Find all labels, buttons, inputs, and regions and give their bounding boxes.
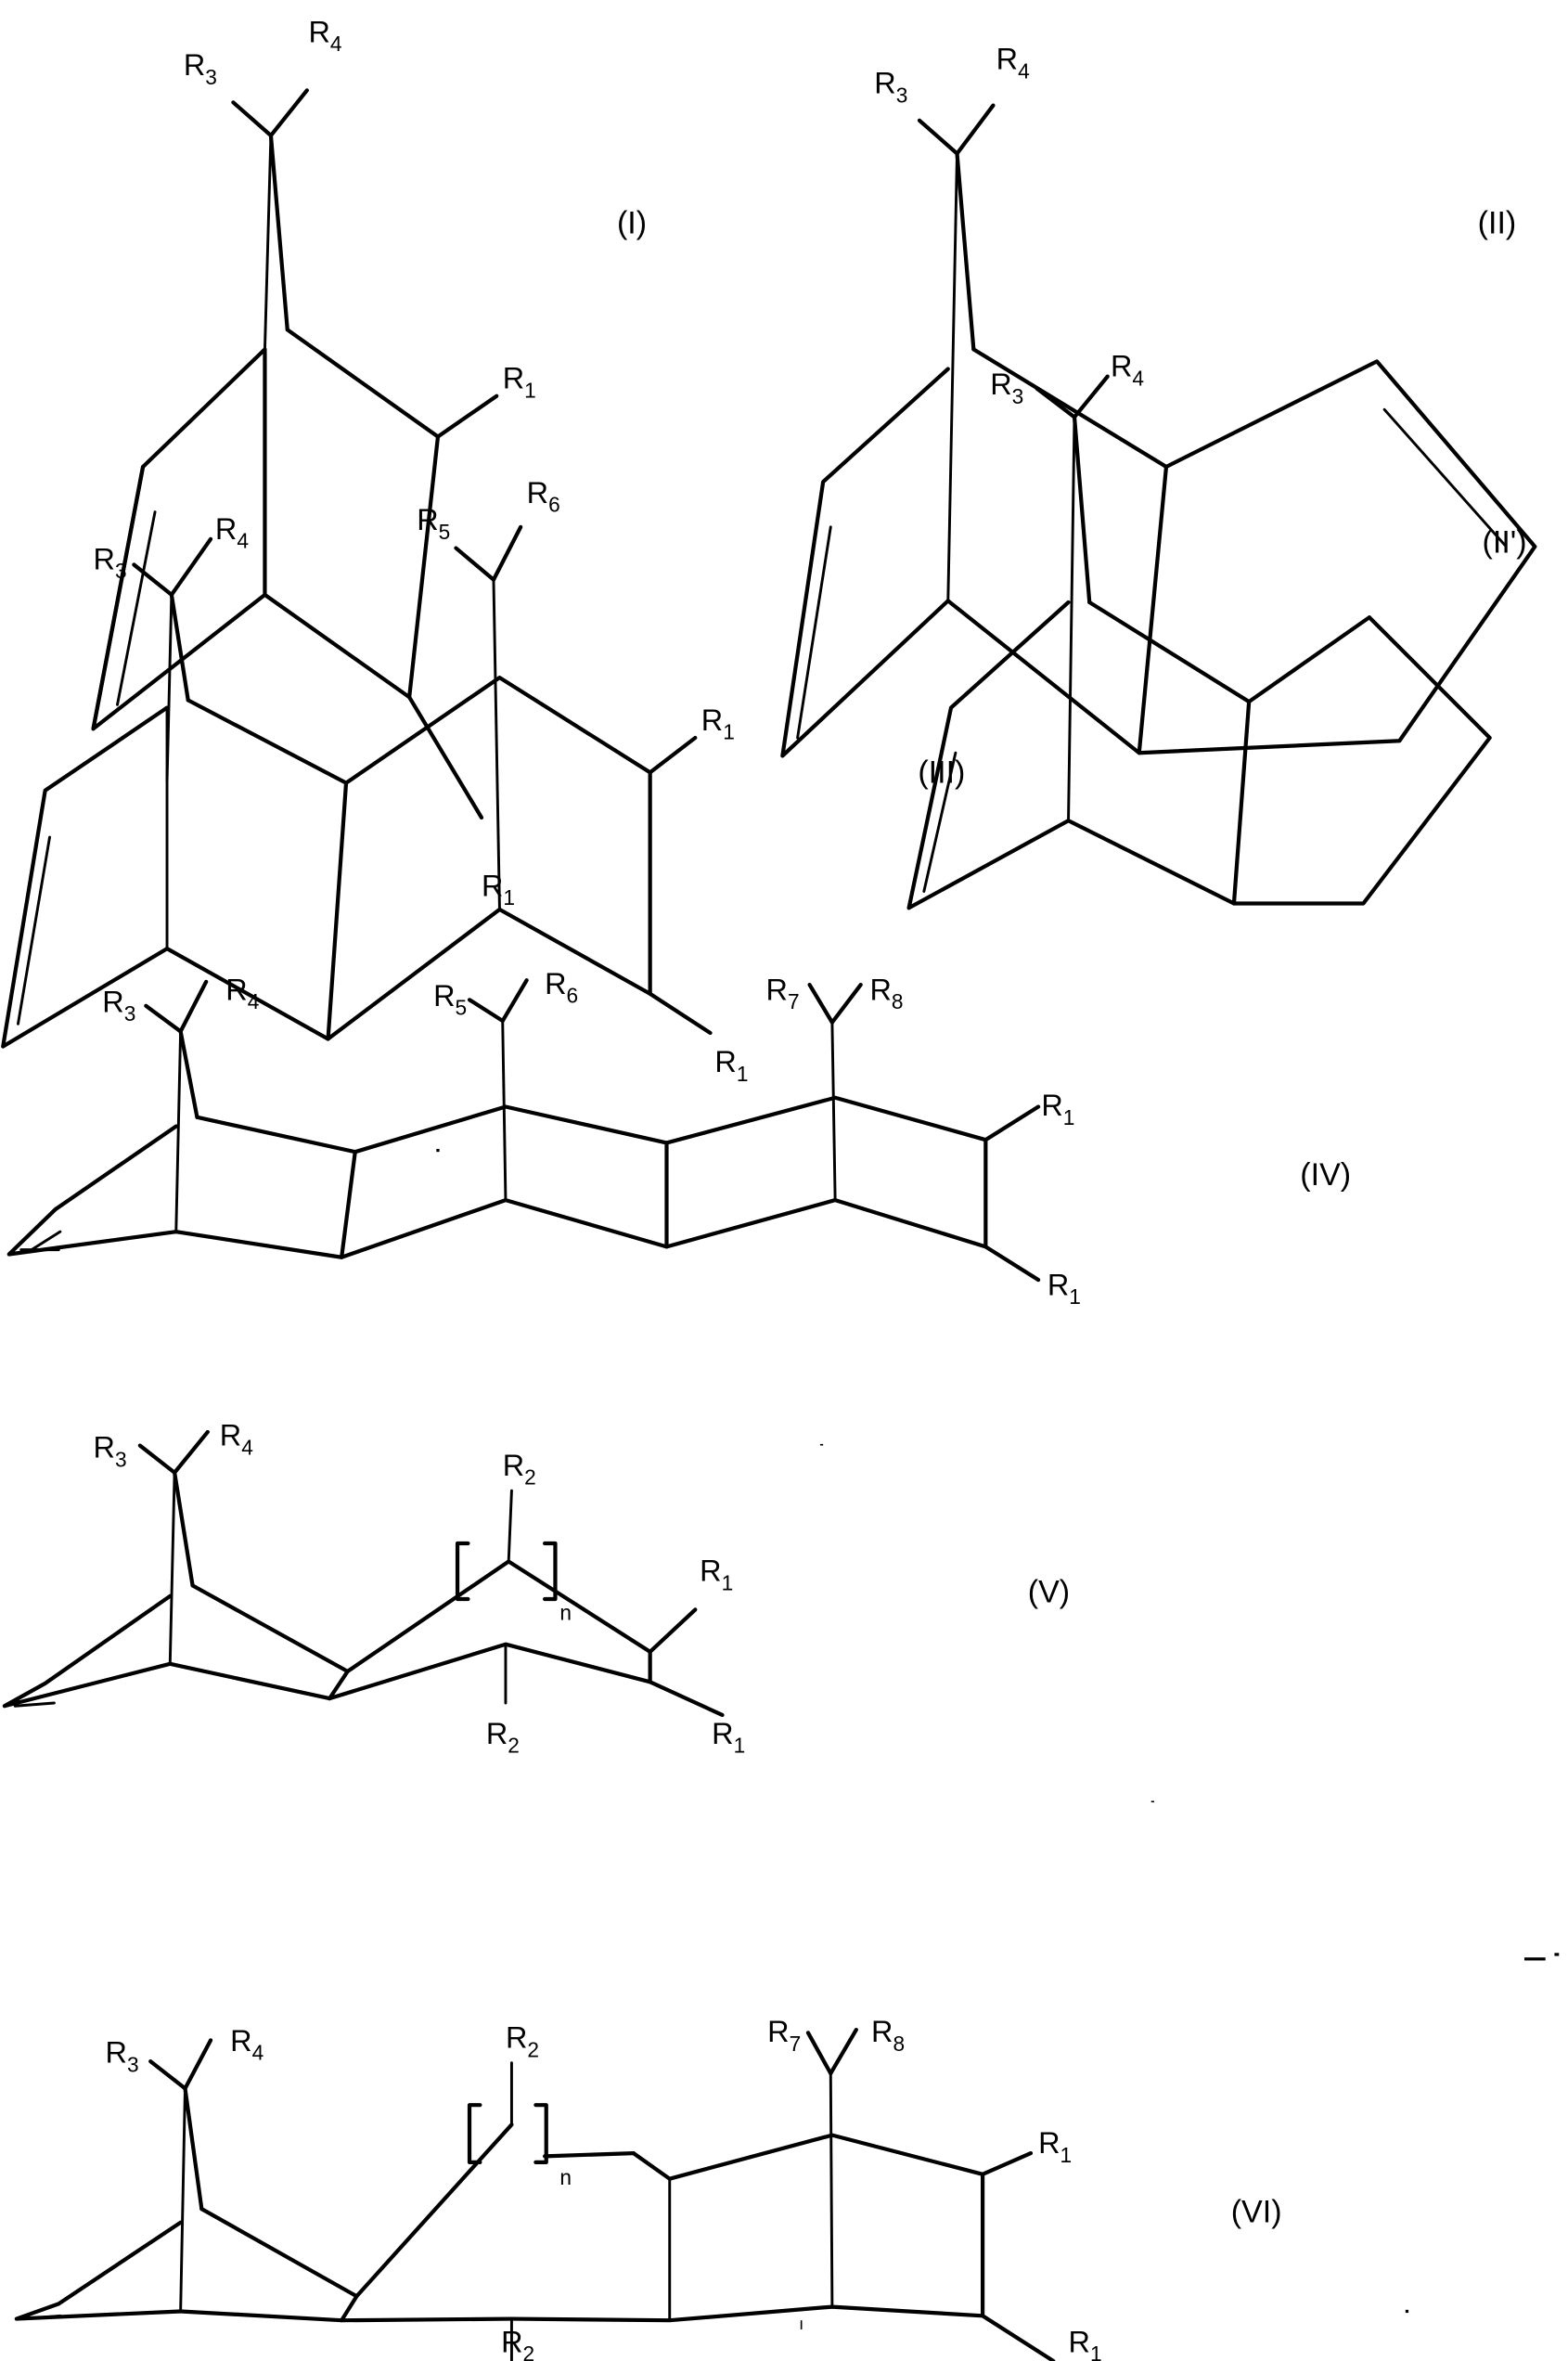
substituent-R1-bottom: R1 xyxy=(714,1045,748,1086)
structure-IV: R3 R4 R5 R6 R7 R8 R1 R1 (IV) xyxy=(6,967,1351,1309)
structure-III: R3 R4 R5 R6 R1 R1 (III) xyxy=(1,476,965,1086)
substituent-R1-top: R1 xyxy=(1041,1089,1074,1129)
compound-label-V: (V) xyxy=(1028,1574,1070,1609)
substituent-R4: R4 xyxy=(308,15,341,56)
substituent-R3: R3 xyxy=(106,2036,139,2077)
substituent-R4: R4 xyxy=(220,1419,253,1460)
substituent-R3: R3 xyxy=(990,368,1023,408)
compound-label-II: (II) xyxy=(1478,205,1517,240)
substituent-R5: R5 xyxy=(417,503,450,544)
substituent-R6: R6 xyxy=(545,967,578,1008)
substituent-R8: R8 xyxy=(869,973,903,1013)
substituent-R1-top: R1 xyxy=(1038,2126,1072,2167)
compound-label-II-prime: (II') xyxy=(1483,524,1527,560)
structure-I: R3 R4 R1 R1 (I) xyxy=(91,15,647,910)
substituent-R1-bottom: R1 xyxy=(1069,2325,1102,2361)
substituent-R3: R3 xyxy=(94,542,127,583)
substituent-R7: R7 xyxy=(767,2015,801,2056)
substituent-R3: R3 xyxy=(184,48,217,89)
substituent-R7: R7 xyxy=(766,973,800,1013)
compound-label-IV: (IV) xyxy=(1300,1157,1351,1193)
substituent-R1-top: R1 xyxy=(701,703,735,744)
substituent-R5: R5 xyxy=(433,979,467,1020)
substituent-R3: R3 xyxy=(94,1431,127,1472)
substituent-R8: R8 xyxy=(871,2015,905,2056)
structure-VI: R3 R4 R2 n R2 R7 R8 R1 R1 (VI) xyxy=(14,2015,1282,2361)
substituent-R1-bottom: R1 xyxy=(712,1717,745,1758)
compound-label-I: (I) xyxy=(617,205,647,240)
substituent-R2-bottom: R2 xyxy=(486,1717,520,1758)
substituent-R1-top: R1 xyxy=(700,1555,733,1595)
substituent-R3: R3 xyxy=(102,985,135,1026)
substituent-R1-bottom: R1 xyxy=(1047,1268,1081,1309)
compound-label-VI: (VI) xyxy=(1231,2195,1282,2230)
compound-label-III: (III) xyxy=(918,755,965,791)
substituent-R4: R4 xyxy=(996,43,1030,84)
structure-II-prime: R3 R4 (II') xyxy=(906,350,1527,910)
repeat-index-n: n xyxy=(559,2165,572,2189)
substituent-R2-top: R2 xyxy=(503,1449,536,1490)
repeat-index-n: n xyxy=(559,1601,572,1625)
substituent-R1-top: R1 xyxy=(503,362,536,403)
substituent-R3: R3 xyxy=(874,67,907,108)
substituent-R2-top: R2 xyxy=(506,2021,539,2062)
substituent-R4: R4 xyxy=(1111,350,1144,391)
substituent-R4: R4 xyxy=(215,512,249,553)
substituent-R4: R4 xyxy=(230,2024,263,2065)
substituent-R2-bottom: R2 xyxy=(501,2325,534,2361)
structure-V: R3 R4 R2 n R2 R1 R1 (V) xyxy=(2,1419,1070,1758)
scan-artifacts xyxy=(436,1148,1560,2329)
structure-II: R3 R4 (II) xyxy=(780,43,1537,758)
substituent-R6: R6 xyxy=(527,476,560,517)
substituent-R4: R4 xyxy=(225,973,259,1013)
